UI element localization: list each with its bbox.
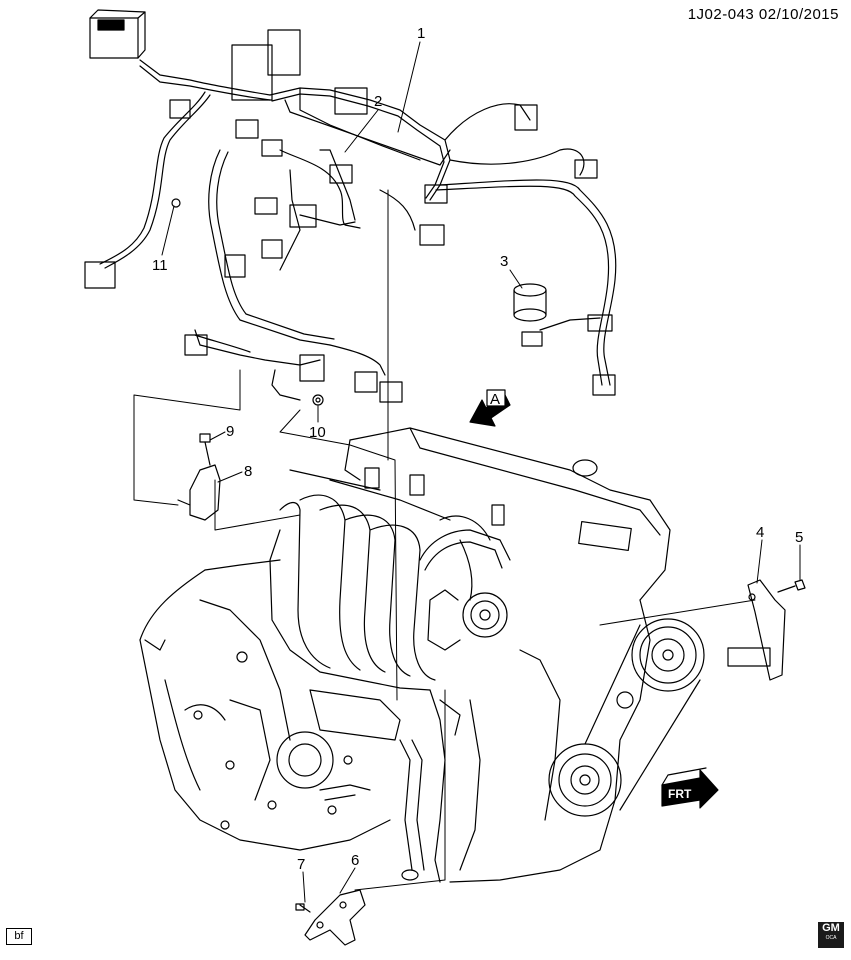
callout-7: 7 — [297, 856, 305, 873]
bracket-lower — [304, 889, 366, 946]
front-arrow — [661, 767, 719, 809]
diagram-reference-id: 1J02-043 02/10/2015 — [687, 6, 839, 23]
callout-4: 4 — [756, 524, 764, 541]
callout-9: 9 — [226, 423, 234, 440]
bolt-item-7 — [295, 903, 311, 913]
wiring-harness — [84, 9, 617, 403]
gm-logo-text: GM — [822, 922, 840, 934]
callout-5: 5 — [795, 529, 803, 546]
leader-lines — [133, 41, 801, 903]
bracket-item-8 — [177, 464, 221, 521]
engine-assembly — [139, 427, 705, 883]
gm-logo: GM OCA — [818, 922, 844, 948]
nut-item-10 — [312, 394, 324, 406]
bolt-item-9 — [199, 433, 211, 466]
view-arrow-a — [469, 389, 511, 427]
bracket-right — [727, 579, 786, 681]
callout-10: 10 — [309, 424, 326, 441]
callout-6: 6 — [351, 852, 359, 869]
gm-logo-sub: OCA — [825, 935, 837, 941]
callout-8: 8 — [244, 463, 252, 480]
view-letter: A — [490, 391, 500, 408]
callout-1: 1 — [417, 25, 425, 42]
harness-sleeve — [513, 283, 547, 322]
callout-3: 3 — [500, 253, 508, 270]
front-label: FRT — [668, 787, 692, 801]
bf-badge: bf — [6, 928, 32, 945]
bolt-item-5 — [777, 579, 806, 593]
callout-2: 2 — [374, 93, 382, 110]
callout-11: 11 — [152, 257, 168, 274]
